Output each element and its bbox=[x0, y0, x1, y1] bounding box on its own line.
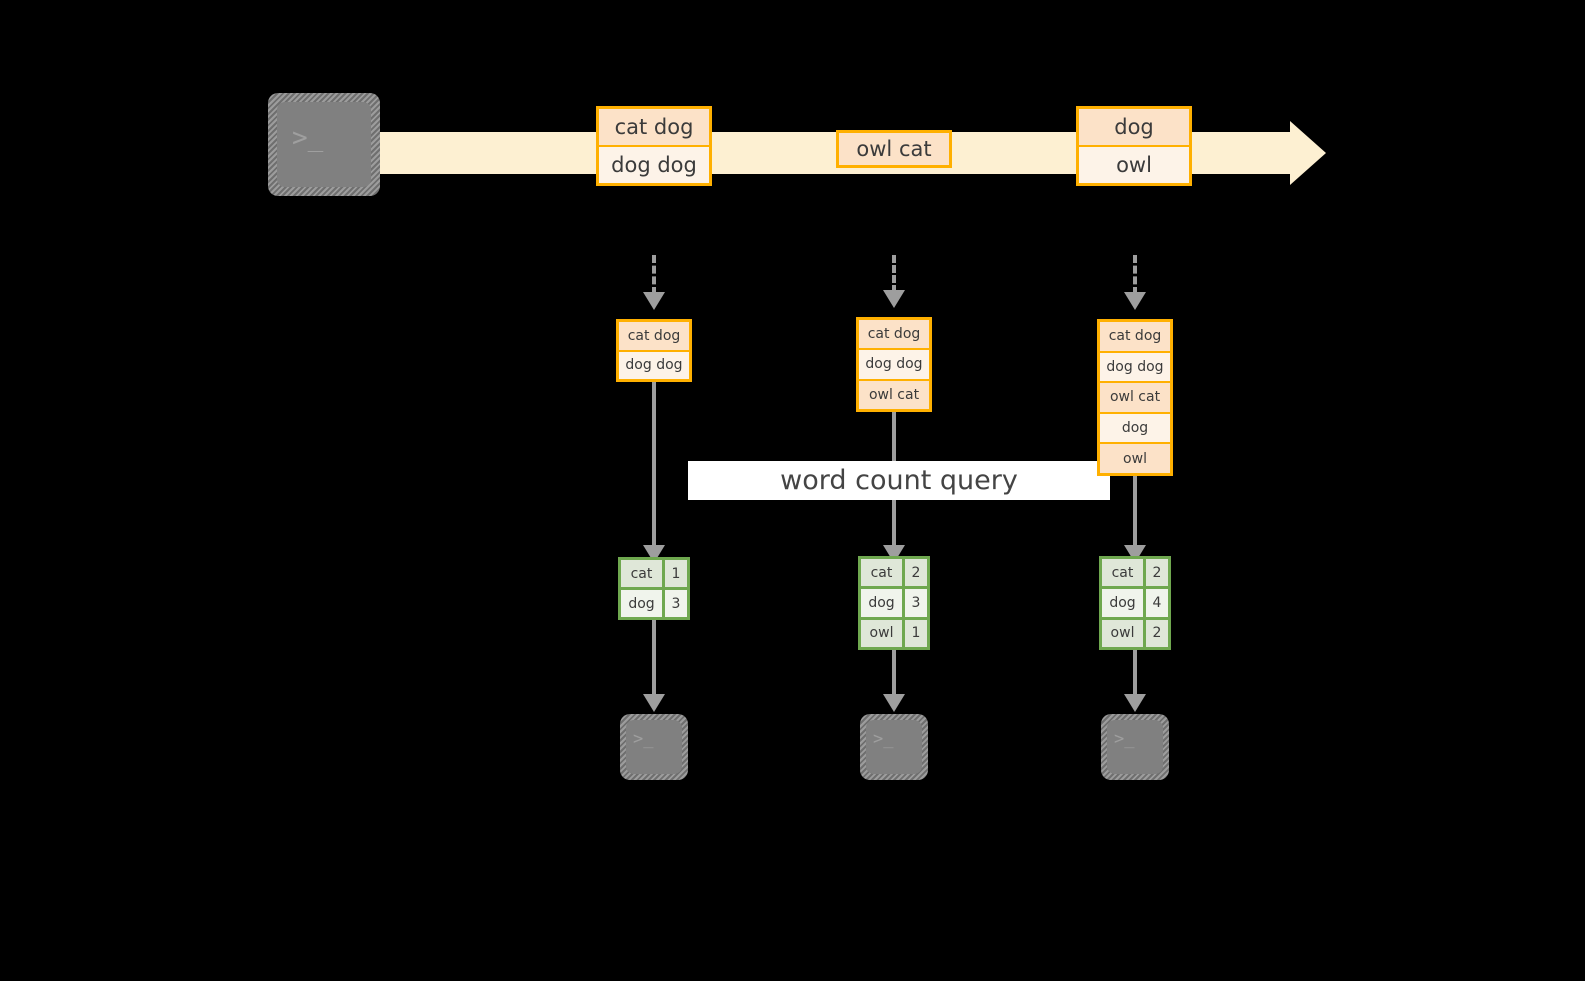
source-terminal-icon[interactable]: >_ bbox=[268, 93, 380, 196]
terminal-screen bbox=[626, 720, 682, 774]
result-to-sink-line-3 bbox=[1133, 650, 1137, 698]
result-word: dog bbox=[621, 590, 665, 617]
sink-terminal-icon-1[interactable]: >_ bbox=[620, 714, 688, 780]
sink-terminal-icon-3[interactable]: >_ bbox=[1101, 714, 1169, 780]
stream-to-snapshot-line-1 bbox=[652, 255, 656, 295]
result-word: owl bbox=[861, 619, 905, 647]
result-count: 1 bbox=[665, 560, 687, 587]
table-row: cat 1 bbox=[621, 560, 687, 587]
result-to-sink-arrowhead-1 bbox=[643, 694, 665, 712]
result-count: 2 bbox=[1146, 559, 1168, 587]
stream-record: dog bbox=[1079, 109, 1189, 145]
result-count: 2 bbox=[905, 559, 927, 587]
result-word: dog bbox=[1102, 589, 1146, 617]
snapshot-record: cat dog bbox=[859, 320, 929, 349]
snapshot-1[interactable]: cat dog dog dog bbox=[616, 319, 692, 382]
table-row: dog 3 bbox=[861, 586, 927, 617]
result-table-1[interactable]: cat 1 dog 3 bbox=[618, 557, 690, 620]
stream-group-3[interactable]: dog owl bbox=[1076, 106, 1192, 186]
terminal-prompt-glyph: >_ bbox=[873, 729, 894, 749]
snapshot-record: dog bbox=[1100, 411, 1170, 443]
result-word: dog bbox=[861, 589, 905, 617]
terminal-prompt-glyph: >_ bbox=[1114, 729, 1135, 749]
result-to-sink-line-1 bbox=[652, 620, 656, 698]
stream-to-snapshot-line-2 bbox=[892, 255, 896, 293]
terminal-screen bbox=[866, 720, 922, 774]
snapshot-record: owl cat bbox=[1100, 381, 1170, 412]
terminal-screen bbox=[1107, 720, 1163, 774]
stream-record: owl cat bbox=[839, 133, 949, 165]
stream-record: dog dog bbox=[599, 145, 709, 183]
stream-to-snapshot-arrowhead-1 bbox=[643, 292, 665, 310]
snapshot-2[interactable]: cat dog dog dog owl cat bbox=[856, 317, 932, 412]
stream-arrow-head bbox=[1290, 121, 1326, 185]
result-word: cat bbox=[1102, 559, 1146, 587]
stream-record: owl bbox=[1079, 145, 1189, 183]
result-table-2[interactable]: cat 2 dog 3 owl 1 bbox=[858, 556, 930, 650]
table-row: owl 2 bbox=[1102, 616, 1168, 647]
stream-group-1[interactable]: cat dog dog dog bbox=[596, 106, 712, 186]
snapshot-to-result-line-1 bbox=[652, 382, 656, 550]
table-row: dog 3 bbox=[621, 587, 687, 617]
result-word: cat bbox=[621, 560, 665, 587]
table-row: cat 2 bbox=[861, 559, 927, 587]
query-banner-label: word count query bbox=[780, 465, 1018, 496]
stream-to-snapshot-arrowhead-3 bbox=[1124, 292, 1146, 310]
table-row: dog 4 bbox=[1102, 586, 1168, 617]
result-to-sink-line-2 bbox=[892, 650, 896, 698]
result-count: 3 bbox=[905, 589, 927, 617]
result-count: 3 bbox=[665, 590, 687, 617]
query-banner: word count query bbox=[688, 461, 1110, 500]
snapshot-record: dog dog bbox=[1100, 350, 1170, 382]
result-count: 2 bbox=[1146, 619, 1168, 647]
snapshot-record: dog dog bbox=[859, 348, 929, 379]
result-table-3[interactable]: cat 2 dog 4 owl 2 bbox=[1099, 556, 1171, 650]
result-count: 4 bbox=[1146, 589, 1168, 617]
result-word: owl bbox=[1102, 619, 1146, 647]
terminal-prompt-glyph: >_ bbox=[633, 729, 654, 749]
stream-to-snapshot-line-3 bbox=[1133, 255, 1137, 295]
table-row: owl 1 bbox=[861, 616, 927, 647]
result-count: 1 bbox=[905, 619, 927, 647]
result-word: cat bbox=[861, 559, 905, 587]
stream-to-snapshot-arrowhead-2 bbox=[883, 290, 905, 308]
result-to-sink-arrowhead-2 bbox=[883, 694, 905, 712]
snapshot-record: owl cat bbox=[859, 378, 929, 409]
terminal-screen bbox=[277, 102, 371, 187]
result-to-sink-arrowhead-3 bbox=[1124, 694, 1146, 712]
snapshot-record: owl bbox=[1100, 442, 1170, 473]
snapshot-record: dog dog bbox=[619, 349, 689, 379]
terminal-prompt-glyph: >_ bbox=[292, 123, 324, 153]
stream-group-2[interactable]: owl cat bbox=[836, 130, 952, 168]
stream-record: cat dog bbox=[599, 109, 709, 145]
snapshot-to-result-line-3 bbox=[1133, 476, 1137, 550]
snapshot-record: cat dog bbox=[1100, 322, 1170, 351]
snapshot-3[interactable]: cat dog dog dog owl cat dog owl bbox=[1097, 319, 1173, 476]
sink-terminal-icon-2[interactable]: >_ bbox=[860, 714, 928, 780]
snapshot-record: cat dog bbox=[619, 322, 689, 350]
table-row: cat 2 bbox=[1102, 559, 1168, 587]
